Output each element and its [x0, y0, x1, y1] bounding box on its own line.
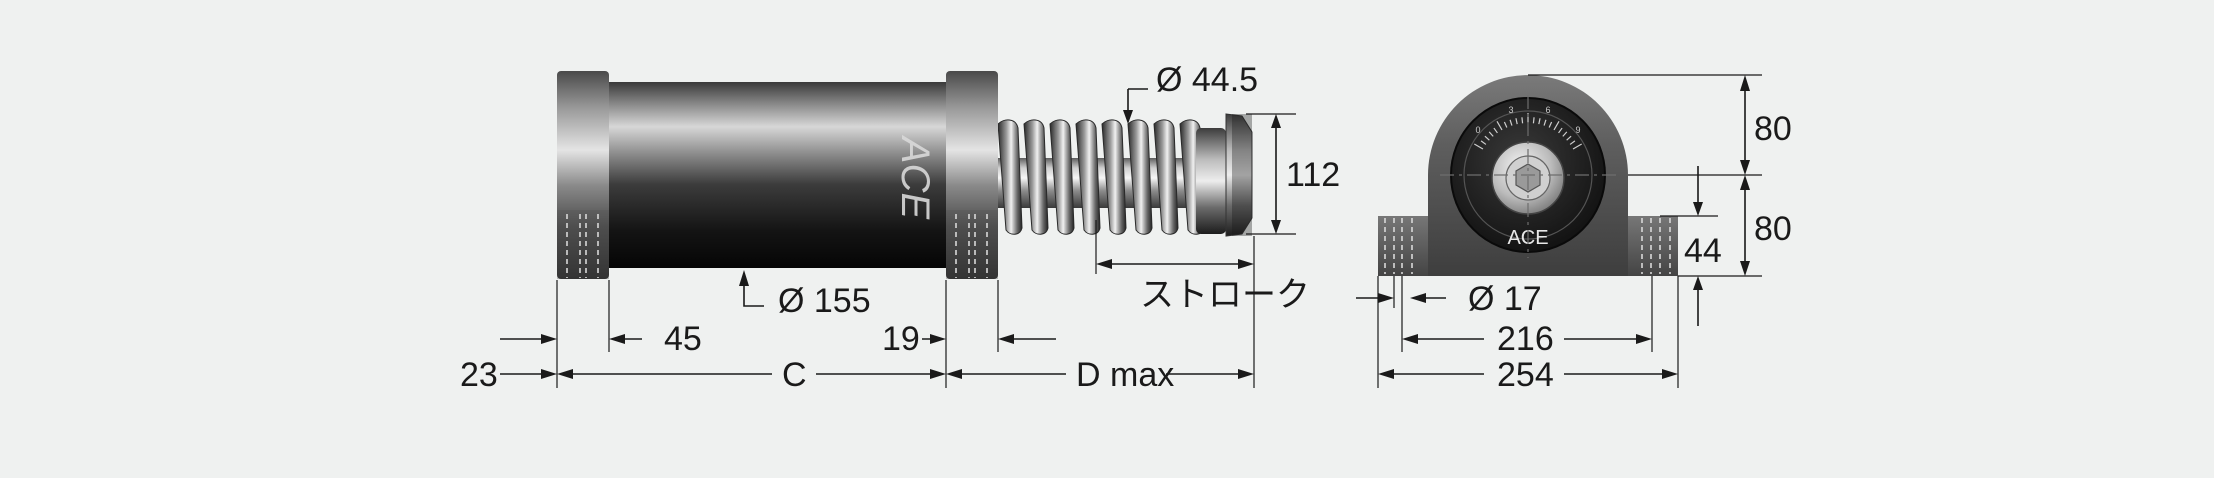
piston-diameter-label: Ø 44.5 — [1156, 61, 1258, 99]
dial-mark-0: 0 — [1475, 125, 1480, 135]
spring-coil — [1023, 119, 1049, 235]
front-dimensions: 80 80 44 Ø 17 216 254 — [1356, 74, 1792, 394]
dial-tick — [1496, 121, 1503, 131]
spring-coil — [997, 119, 1023, 235]
dial-mark-3: 3 — [1508, 105, 1513, 115]
dial-tick — [1558, 127, 1563, 134]
stroke-label: ストローク — [1140, 276, 1310, 314]
rod-end-cap — [1196, 113, 1253, 237]
dial-tick — [1474, 143, 1484, 150]
dial-tick — [1484, 135, 1490, 141]
dial-tick — [1548, 121, 1553, 128]
spring-coil — [1049, 119, 1075, 235]
adjustment-dial — [1474, 113, 1582, 150]
base-height-label: 44 — [1684, 232, 1722, 270]
side-view: ACE — [557, 71, 1253, 279]
spring-coil — [1127, 119, 1153, 235]
dial-tick — [1538, 118, 1541, 125]
side-logo: ACE — [893, 135, 937, 221]
dial-tick — [1503, 121, 1508, 128]
d-max-label: D max — [1076, 356, 1174, 394]
dial-tick — [1521, 117, 1524, 124]
dial-tick — [1515, 118, 1518, 125]
dial-tick — [1566, 135, 1572, 141]
front-flange-hole — [955, 214, 988, 278]
dial-mark-9: 9 — [1575, 125, 1580, 135]
dial-tick — [1480, 140, 1487, 145]
length-c-label: C — [782, 356, 807, 394]
dial-tick — [1562, 131, 1568, 137]
mounting-hole-label: Ø 17 — [1468, 280, 1542, 318]
dial-tick — [1572, 143, 1582, 150]
dial-tick — [1543, 119, 1547, 126]
side-dimensions: Ø 44.5 112 ストローク Ø 155 23 45 19 — [460, 61, 1340, 394]
dial-tick — [1488, 131, 1494, 137]
dial-tick — [1532, 117, 1535, 124]
dial-tick — [1493, 127, 1498, 134]
front-left-hole — [1384, 218, 1413, 274]
body-diameter-label: Ø 155 — [778, 282, 871, 320]
left-offset-label: 23 — [460, 356, 498, 394]
front-view: 0 3 6 9 ACE — [1378, 75, 1678, 276]
cylinder-body — [608, 82, 948, 268]
dial-mark-6: 6 — [1545, 105, 1550, 115]
spring-coil — [1075, 119, 1101, 235]
rear-flange — [557, 71, 609, 279]
height-lower-label: 80 — [1754, 210, 1792, 248]
dial-tick — [1553, 121, 1560, 131]
front-right-hole — [1641, 218, 1671, 274]
spring-coil — [1153, 119, 1179, 235]
spring-coil — [1101, 119, 1127, 235]
rod-height-label: 112 — [1286, 156, 1340, 194]
dial-tick — [1569, 140, 1576, 145]
rear-flange-hole — [566, 214, 599, 278]
flange-width-label: 45 — [664, 320, 702, 358]
overall-width-label: 254 — [1497, 356, 1554, 394]
hole-spacing-label: 216 — [1497, 320, 1554, 358]
height-upper-label: 80 — [1754, 110, 1792, 148]
dial-tick — [1509, 119, 1513, 126]
front-flange — [946, 71, 998, 279]
flange-thickness-label: 19 — [882, 320, 920, 358]
